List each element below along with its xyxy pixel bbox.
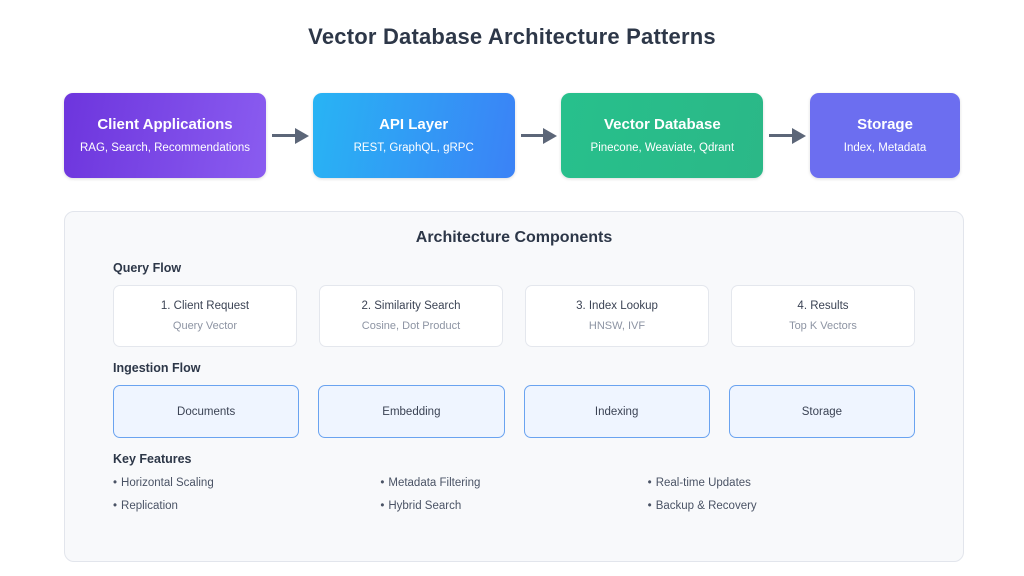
key-features-section: Key Features •Horizontal Scaling •Replic… (65, 452, 963, 523)
arrow-head (792, 127, 807, 144)
query-flow-card-subtitle: HNSW, IVF (588, 320, 646, 333)
architecture-components-panel: Architecture Components Query Flow 1. Cl… (64, 211, 964, 562)
ingestion-flow-card[interactable]: Indexing (523, 385, 710, 438)
feature-label: Hybrid Search (388, 500, 462, 513)
arrow-shaft (520, 134, 547, 137)
arrow-shaft (769, 134, 796, 137)
feature-item: •Metadata Filtering (380, 476, 647, 490)
pipeline-node-client-applications[interactable]: Client Applications RAG, Search, Recomme… (64, 93, 266, 178)
query-flow-card-title: 3. Index Lookup (576, 299, 658, 312)
feature-item: •Replication (113, 499, 380, 513)
bullet-icon: • (380, 477, 385, 489)
feature-item: •Backup & Recovery (648, 499, 915, 513)
page-title: Vector Database Architecture Patterns (308, 24, 716, 49)
query-flow-card[interactable]: 3. Index Lookup HNSW, IVF (525, 285, 709, 347)
ingestion-flow-card[interactable]: Documents (113, 385, 300, 438)
pipeline-node-subtitle: REST, GraphQL, gRPC (353, 141, 474, 154)
query-flow-card-subtitle: Query Vector (172, 320, 238, 333)
query-flow-heading: Query Flow (113, 261, 182, 275)
arrow-shaft (272, 134, 298, 137)
feature-label: Backup & Recovery (655, 500, 757, 513)
feature-label: Replication (121, 500, 178, 513)
feature-label: Horizontal Scaling (121, 477, 214, 489)
ingestion-flow-card[interactable]: Storage (728, 385, 915, 438)
ingestion-flow-section: Ingestion Flow Documents Embedding Index… (65, 361, 963, 438)
pipeline-node-title: Storage (857, 115, 913, 133)
pipeline-node-subtitle: RAG, Search, Recommendations (79, 141, 251, 154)
ingestion-flow-heading: Ingestion Flow (113, 361, 201, 375)
pipeline-node-storage[interactable]: Storage Index, Metadata (810, 93, 961, 178)
pipeline-flow: Client Applications RAG, Search, Recomme… (64, 93, 961, 178)
query-flow-card-subtitle: Cosine, Dot Product (361, 320, 461, 333)
key-features-column: •Horizontal Scaling •Replication (113, 476, 380, 523)
key-features-column: •Real-time Updates •Backup & Recovery (648, 476, 915, 523)
pipeline-node-title: API Layer (379, 115, 449, 133)
ingestion-flow-card[interactable]: Embedding (318, 385, 505, 438)
query-flow-card-title: 4. Results (797, 299, 849, 312)
arrow-head (294, 127, 309, 144)
key-features-heading: Key Features (113, 452, 192, 466)
query-flow-card-subtitle: Top K Vectors (789, 320, 857, 333)
query-flow-card-row: 1. Client Request Query Vector 2. Simila… (113, 285, 915, 347)
bullet-icon: • (113, 500, 118, 513)
arrow-head (543, 127, 558, 144)
panel-title: Architecture Components (415, 229, 613, 246)
key-features-columns: •Horizontal Scaling •Replication •Metada… (113, 476, 915, 523)
query-flow-section: Query Flow 1. Client Request Query Vecto… (65, 261, 963, 347)
bullet-icon: • (380, 500, 385, 513)
query-flow-card[interactable]: 2. Similarity Search Cosine, Dot Product (319, 285, 503, 347)
query-flow-card[interactable]: 1. Client Request Query Vector (113, 285, 297, 347)
arrow-right-icon (765, 127, 808, 145)
ingestion-flow-card-row: Documents Embedding Indexing Storage (113, 385, 915, 438)
arrow-right-icon (517, 127, 560, 145)
bullet-icon: • (647, 500, 652, 513)
arrow-right-icon (268, 127, 311, 145)
bullet-icon: • (113, 477, 118, 489)
feature-item: •Real-time Updates (648, 476, 915, 490)
pipeline-node-vector-database[interactable]: Vector Database Pinecone, Weaviate, Qdra… (561, 93, 764, 178)
bullet-icon: • (647, 477, 652, 489)
feature-item: •Horizontal Scaling (113, 476, 380, 490)
feature-item: •Hybrid Search (380, 499, 647, 513)
pipeline-node-title: Client Applications (97, 115, 233, 133)
query-flow-card-title: 1. Client Request (160, 299, 250, 312)
query-flow-card[interactable]: 4. Results Top K Vectors (731, 285, 915, 347)
feature-label: Metadata Filtering (388, 477, 481, 489)
pipeline-node-api-layer[interactable]: API Layer REST, GraphQL, gRPC (312, 93, 515, 178)
query-flow-card-title: 2. Similarity Search (361, 299, 461, 312)
pipeline-node-subtitle: Index, Metadata (843, 141, 927, 154)
pipeline-node-title: Vector Database (603, 115, 721, 133)
feature-label: Real-time Updates (655, 477, 751, 489)
pipeline-node-subtitle: Pinecone, Weaviate, Qdrant (590, 141, 735, 154)
key-features-column: •Metadata Filtering •Hybrid Search (380, 476, 647, 523)
